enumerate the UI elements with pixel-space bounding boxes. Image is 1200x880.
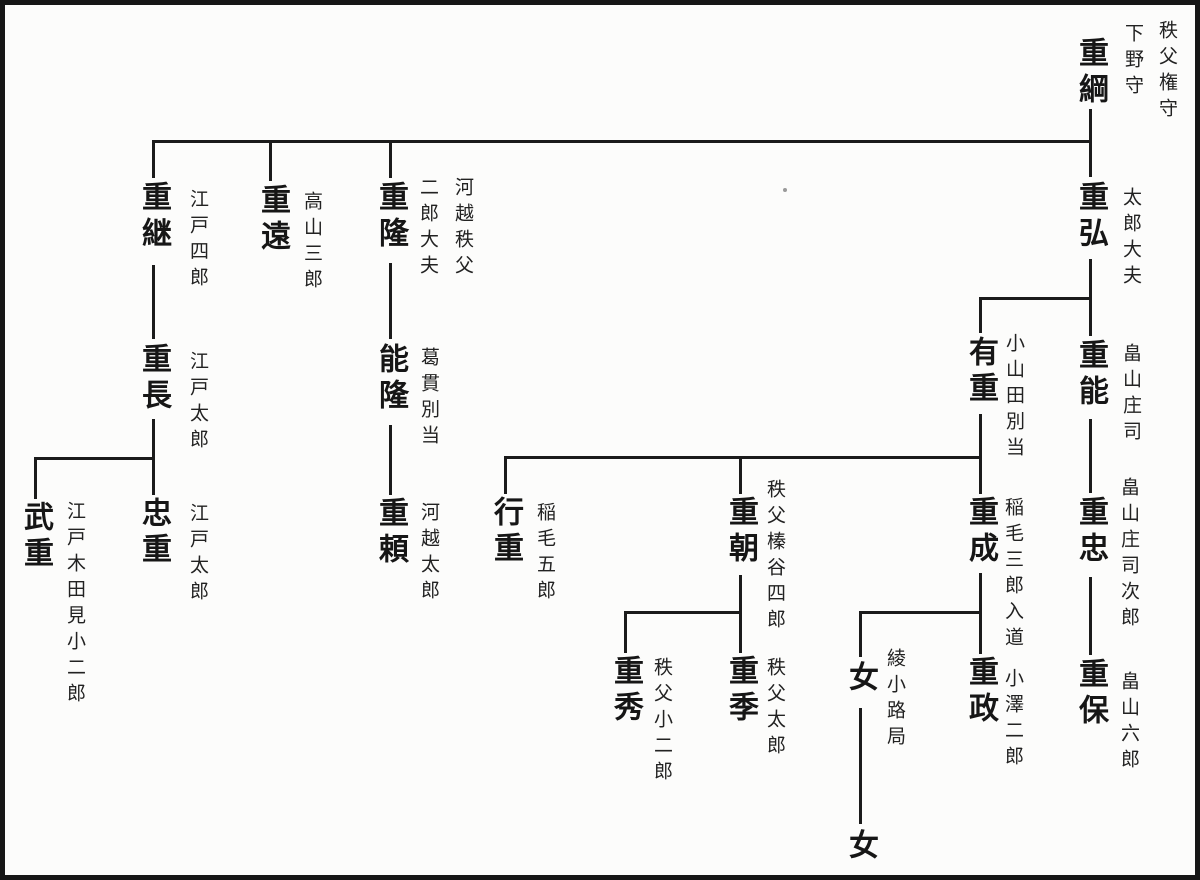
person-shigeyoshi: 重能 bbox=[1073, 339, 1108, 411]
connector-drop-shigetomo bbox=[739, 456, 742, 494]
connector-shigetomo-stem bbox=[739, 575, 742, 613]
person-tadashige: 忠重 bbox=[136, 497, 171, 569]
connector-drop-yukishige bbox=[504, 456, 507, 494]
connector-shigetsugu-to-shigenaga bbox=[152, 265, 155, 339]
annotation-shigetomo-0: 秩父榛谷四郎 bbox=[764, 479, 786, 635]
annotation-shigenari-0: 稲毛三郎入道 bbox=[1002, 497, 1024, 653]
connector-shigetada-to-shigeyasu bbox=[1089, 577, 1092, 655]
person-shigetomo: 重朝 bbox=[723, 496, 758, 568]
connector-drop-daughter-ayanokoji bbox=[859, 611, 862, 657]
annotation-shigehide-0: 秩父小二郎 bbox=[651, 657, 673, 787]
annotation-shigeyori-0: 河越太郎 bbox=[418, 502, 440, 606]
connector-drop-tadashige bbox=[152, 457, 155, 495]
annotation-shigemasa-0: 小澤二郎 bbox=[1002, 668, 1024, 772]
connector-shigenaga-stem bbox=[152, 419, 155, 459]
person-shigeto: 重遠 bbox=[255, 184, 290, 256]
connector-shigeyoshi-to-shigetada bbox=[1089, 419, 1092, 493]
person-shigehide: 重秀 bbox=[608, 655, 643, 727]
person-shigetsugu: 重継 bbox=[136, 181, 171, 253]
connector-shigetomo-children-branch bbox=[624, 611, 742, 614]
annotation-yukishige-0: 稲毛五郎 bbox=[534, 502, 556, 606]
annotation-yoshitaka-0: 葛貫別当 bbox=[418, 347, 440, 451]
connector-drop-shigeyoshi bbox=[1089, 297, 1092, 336]
person-shigetaka: 重隆 bbox=[373, 181, 408, 253]
annotation-shigenaga-0: 江戸太郎 bbox=[187, 351, 209, 455]
annotation-shigehiro-0: 太郎大夫 bbox=[1120, 187, 1142, 291]
annotation-shigeyasu-0: 畠山六郎 bbox=[1118, 671, 1140, 775]
connector-drop-shigeto bbox=[269, 140, 272, 181]
connector-drop-shigetaka bbox=[389, 140, 392, 178]
connector-drop-shigenari bbox=[979, 456, 982, 494]
annotation-shigeto-0: 高山三郎 bbox=[301, 191, 323, 295]
annotation-arishige-0: 小山田別当 bbox=[1003, 333, 1025, 463]
annotation-shigetaka-1: 河越秩父 bbox=[452, 177, 474, 281]
person-takeshige: 武重 bbox=[18, 501, 53, 573]
annotation-shigeyoshi-0: 畠山庄司 bbox=[1120, 343, 1142, 447]
annotation-tadashige-0: 江戸太郎 bbox=[187, 503, 209, 607]
annotation-shigetsuna-0: 下野守 bbox=[1122, 23, 1144, 101]
connector-shigenari-stem bbox=[979, 573, 982, 613]
person-yoshitaka: 能隆 bbox=[373, 343, 408, 415]
connector-shigehiro-children-branch bbox=[979, 297, 1092, 300]
connector-shigehiro-stem bbox=[1089, 259, 1092, 300]
connector-arishige-stem bbox=[979, 414, 982, 458]
connector-gen2-branch bbox=[152, 140, 1091, 143]
connector-drop-shigetsugu bbox=[152, 140, 155, 178]
connector-drop-shigehide bbox=[624, 611, 627, 653]
annotation-shigetsuna-1: 秩父権守 bbox=[1156, 20, 1178, 124]
person-shigeyasu: 重保 bbox=[1073, 658, 1108, 730]
connector-drop-shigesue bbox=[739, 611, 742, 653]
connector-drop-arishige bbox=[979, 297, 982, 333]
annotation-shigesue-0: 秩父太郎 bbox=[764, 657, 786, 761]
annotation-daughter-ayanokoji-0: 綾小路局 bbox=[884, 648, 906, 752]
person-daughter-ayanokoji: 女 bbox=[843, 661, 878, 697]
person-arishige: 有重 bbox=[963, 336, 998, 408]
print-speck-0 bbox=[783, 188, 787, 192]
annotation-shigetaka-0: 二郎大夫 bbox=[417, 177, 439, 281]
connector-yoshitaka-to-shigeyori bbox=[389, 425, 392, 495]
connector-shigetaka-to-yoshitaka bbox=[389, 263, 392, 339]
person-shigemasa: 重政 bbox=[963, 656, 998, 728]
person-shigeyori: 重頼 bbox=[373, 497, 408, 569]
person-shigetsuna: 重綱 bbox=[1073, 37, 1108, 109]
connector-daughter-to-daughter bbox=[859, 708, 862, 824]
connector-shigenari-children-branch bbox=[859, 611, 982, 614]
connector-arishige-children-branch bbox=[504, 456, 982, 459]
person-shigetada: 重忠 bbox=[1073, 496, 1108, 568]
annotation-shigetada-0: 畠山庄司次郎 bbox=[1118, 477, 1140, 633]
annotation-takeshige-0: 江戸木田見小二郎 bbox=[64, 501, 86, 709]
annotation-shigetsugu-0: 江戸四郎 bbox=[187, 189, 209, 293]
connector-drop-takeshige bbox=[34, 457, 37, 499]
person-shigenari: 重成 bbox=[963, 496, 998, 568]
person-shigesue: 重季 bbox=[723, 655, 758, 727]
person-daughter-2: 女 bbox=[843, 829, 878, 865]
person-shigenaga: 重長 bbox=[136, 343, 171, 415]
connector-drop-shigemasa bbox=[979, 611, 982, 654]
person-shigehiro: 重弘 bbox=[1073, 181, 1108, 253]
connector-shigetsuna-to-shigehiro bbox=[1089, 109, 1092, 177]
person-yukishige: 行重 bbox=[488, 496, 523, 568]
connector-shigenaga-children-branch bbox=[34, 457, 155, 460]
